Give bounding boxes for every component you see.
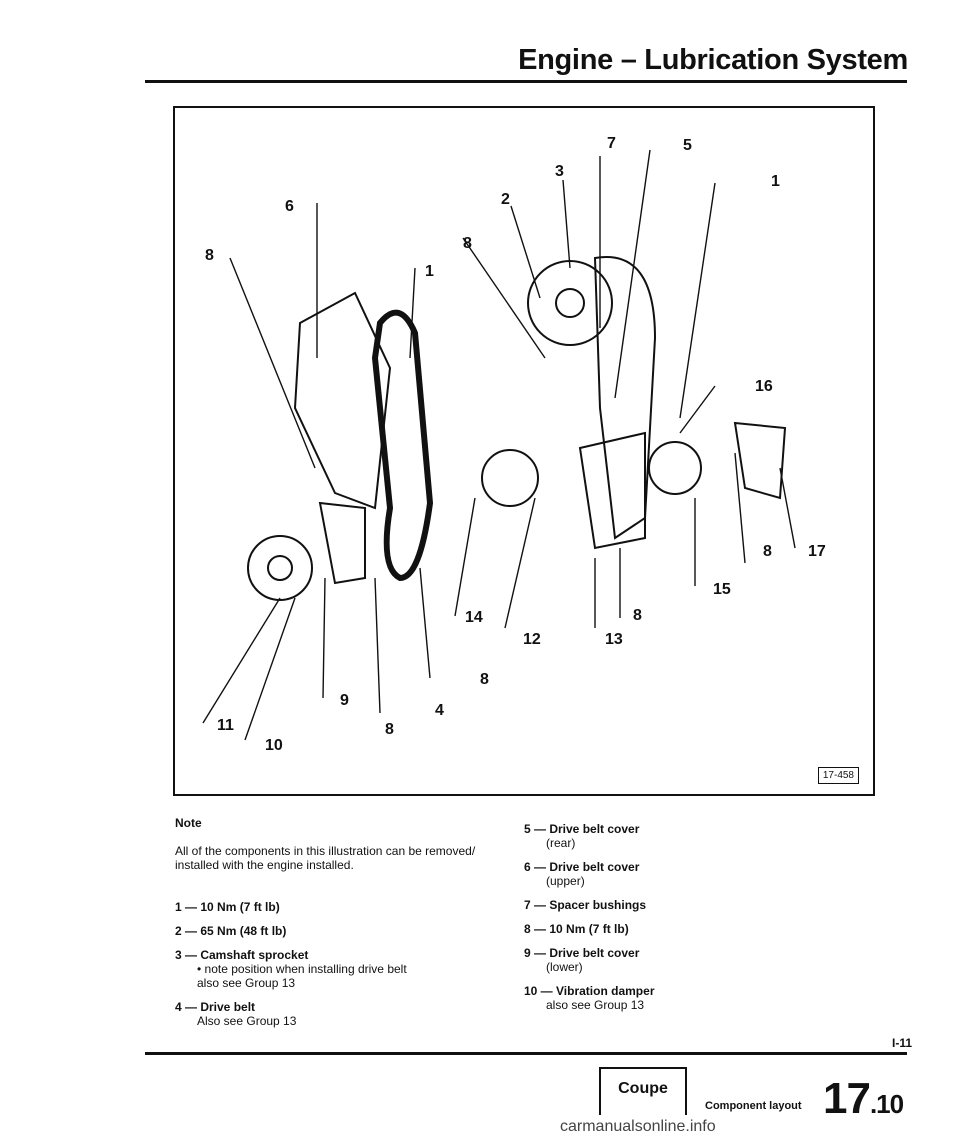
callout-16: 16	[755, 378, 773, 395]
callout-9: 9	[340, 692, 349, 709]
callout-7: 7	[607, 135, 616, 152]
callout-8-bottom: 8	[385, 721, 394, 738]
oil-pump-housing-shape	[578, 431, 646, 550]
timing-belt-diagram: 7 5 3 1 2 6 8 8 1 16 8 17 15 14 8 12 13 …	[202, 135, 826, 754]
callout-1-top: 1	[771, 173, 780, 190]
header-rule	[145, 80, 907, 83]
callout-6: 6	[285, 198, 294, 215]
flange-shape	[733, 421, 787, 500]
callout-3: 3	[555, 163, 564, 180]
section-label: Component layout	[705, 1100, 802, 1112]
callout-13: 13	[605, 631, 623, 648]
figure-number: 17-458	[817, 767, 859, 784]
list-item: 3 — Camshaft sprocket • note position wh…	[175, 948, 407, 990]
model-tab: Coupe	[599, 1067, 687, 1115]
notes-right-column: 5 — Drive belt cover (rear) 6 — Drive be…	[524, 822, 724, 1022]
section-number: 17.10	[823, 1074, 904, 1124]
footer-rule	[145, 1052, 907, 1055]
list-item: 1 — 10 Nm (7 ft lb)	[175, 900, 280, 914]
crank-sprocket-shape	[648, 441, 702, 495]
vibration-damper-shape	[247, 535, 313, 601]
page-title: Engine – Lubrication System	[518, 44, 908, 76]
drive-belt-shape	[371, 309, 434, 582]
callout-17: 17	[808, 543, 826, 560]
list-item: 8 — 10 Nm (7 ft lb)	[524, 922, 629, 936]
callout-14: 14	[465, 609, 483, 626]
callout-10: 10	[265, 737, 283, 754]
callout-8-left: 8	[205, 247, 214, 264]
list-item: 9 — Drive belt cover (lower)	[524, 946, 640, 974]
lower-belt-cover-shape	[318, 501, 366, 585]
exploded-diagram-figure: 7 5 3 1 2 6 8 8 1 16 8 17 15 14 8 12 13 …	[173, 106, 875, 796]
tensioner-pulley-shape	[481, 449, 539, 507]
list-item: 6 — Drive belt cover (upper)	[524, 860, 640, 888]
list-item: 10 — Vibration damper also see Group 13	[524, 984, 655, 1012]
callout-8-lower-right: 8	[633, 607, 642, 624]
list-item: 5 — Drive belt cover (rear)	[524, 822, 640, 850]
callout-15: 15	[713, 581, 731, 598]
note-body: All of the components in this illustrati…	[175, 844, 476, 872]
notes-left-column: Note All of the components in this illus…	[175, 816, 505, 1038]
callout-4: 4	[435, 702, 444, 719]
section-minor: .10	[869, 1089, 904, 1119]
list-item: 4 — Drive belt Also see Group 13	[175, 1000, 297, 1028]
callout-12: 12	[523, 631, 541, 648]
callout-2: 2	[501, 191, 510, 208]
upper-belt-cover-shape	[293, 291, 392, 510]
section-major: 17	[823, 1074, 871, 1123]
list-item: 2 — 65 Nm (48 ft lb)	[175, 924, 287, 938]
callout-11: 11	[217, 717, 234, 734]
page-reference: I-11	[891, 1036, 912, 1050]
callout-8-center: 8	[480, 671, 489, 688]
note-heading: Note	[175, 816, 202, 830]
watermark: carmanualsonline.info	[560, 1118, 716, 1135]
callout-8-right: 8	[763, 543, 772, 560]
list-item: 7 — Spacer bushings	[524, 898, 647, 912]
callout-1-mid: 1	[425, 263, 434, 280]
callout-8-upper: 8	[463, 235, 472, 252]
callout-5: 5	[683, 137, 692, 154]
